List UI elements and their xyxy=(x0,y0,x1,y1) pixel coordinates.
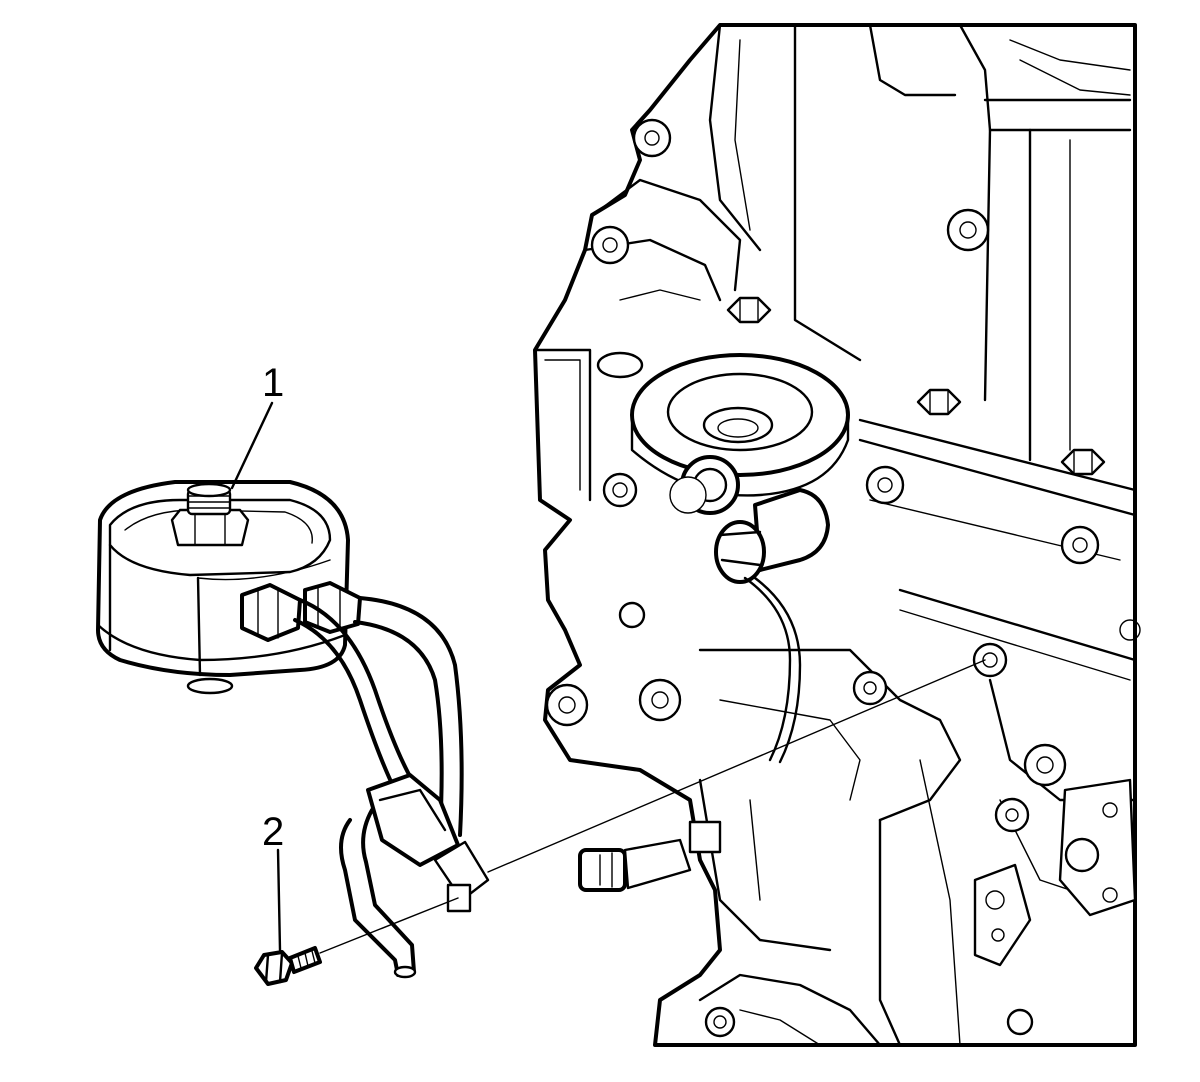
socket-bolt xyxy=(669,455,740,515)
engine-block xyxy=(533,23,1141,1047)
block-bolt-3 xyxy=(1060,448,1106,476)
electrical-connector xyxy=(578,820,722,892)
callout-leader-2 xyxy=(276,848,282,952)
cooler-bolt xyxy=(254,946,322,986)
block-bolt-1 xyxy=(726,296,772,324)
callout-1-label: 1 xyxy=(262,361,284,405)
block-bolt-2 xyxy=(916,388,962,416)
oil-sensor xyxy=(714,488,830,764)
alignment-lines xyxy=(230,401,986,954)
filter-mount-pad xyxy=(596,351,850,497)
callout-2-label: 2 xyxy=(262,810,284,854)
cooler-lines xyxy=(240,581,490,979)
callout-leader-1 xyxy=(230,401,274,490)
